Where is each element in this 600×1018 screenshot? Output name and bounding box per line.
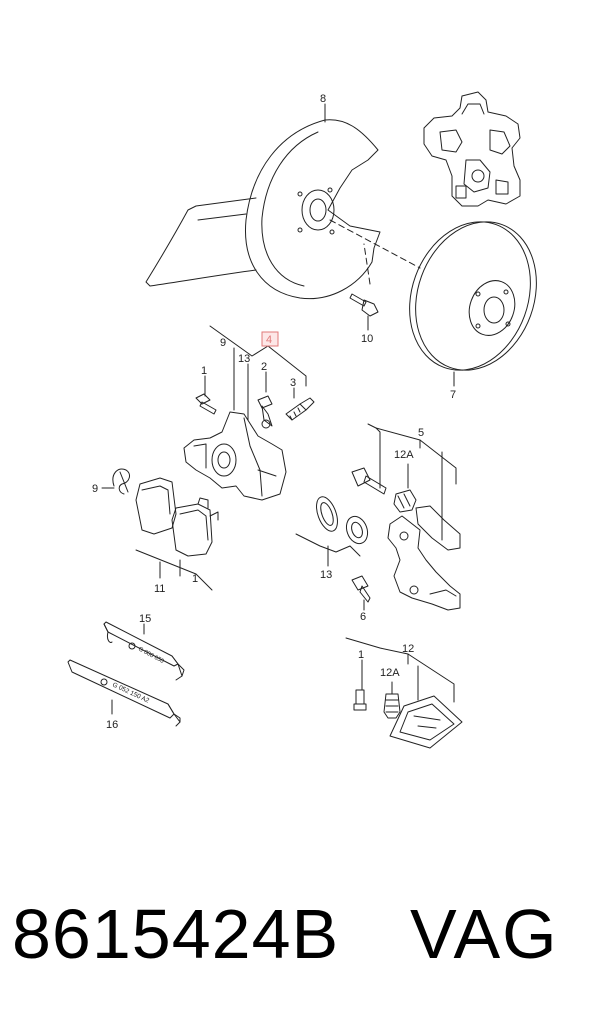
brake-pad-inner [171,497,219,557]
footer: 8615424B VAG [12,892,592,982]
label-16: 16 [106,719,118,731]
label-4: 4 [266,334,272,346]
tube-15-text: G 000 650 [137,646,165,665]
label-1b: 1 [192,573,198,585]
bracket-group-5 [375,427,457,485]
label-1a: 1 [201,365,207,377]
leader-5-left [367,423,381,489]
guide-sleeve-12A-b [383,693,401,719]
grease-sachet [389,695,463,749]
wheel-hub-knuckle [423,91,521,207]
bleeder-screw-3 [285,397,315,421]
brake-disc [409,221,537,371]
carrier-bolt [351,467,387,495]
highlight-box-4 [261,331,279,347]
label-12A-1: 12A [394,449,414,461]
bolt-1c [353,689,367,711]
label-2: 2 [261,361,267,373]
label-7: 7 [450,389,456,401]
piston-seal [345,515,369,545]
label-13b: 13 [320,569,332,581]
label-15: 15 [139,613,151,625]
label-11: 11 [154,583,165,595]
brake-caliper [183,411,287,501]
guide-sleeve-12A [393,489,417,513]
brand-name: VAG [410,895,559,973]
label-13a: 13 [238,353,250,365]
label-9b: 9 [92,483,98,495]
seal-ring [316,496,338,532]
label-8: 8 [320,93,326,105]
splash-shield [145,119,381,300]
brake-pad-outer [135,477,177,535]
label-9: 9 [220,337,226,349]
caliper-carrier [387,505,461,611]
grease-tube-16 [67,659,181,727]
label-12: 12 [402,643,414,655]
retaining-spring-9 [112,468,130,495]
label-6: 6 [360,611,366,623]
bolt-6 [351,575,371,603]
bolt-1a [195,393,217,415]
label-10: 10 [361,333,373,345]
part-number: 8615424B [12,895,340,973]
label-1c: 1 [358,649,364,661]
guide-bushing-2 [257,395,273,429]
label-5: 5 [418,427,424,439]
bolt-10 [349,293,379,317]
label-3: 3 [290,377,296,389]
label-12A-2: 12A [380,667,400,679]
bracket-13b [295,533,361,557]
alignment-lines [329,219,421,285]
bracket-pads [135,549,213,591]
grease-tube-15 [103,621,185,681]
